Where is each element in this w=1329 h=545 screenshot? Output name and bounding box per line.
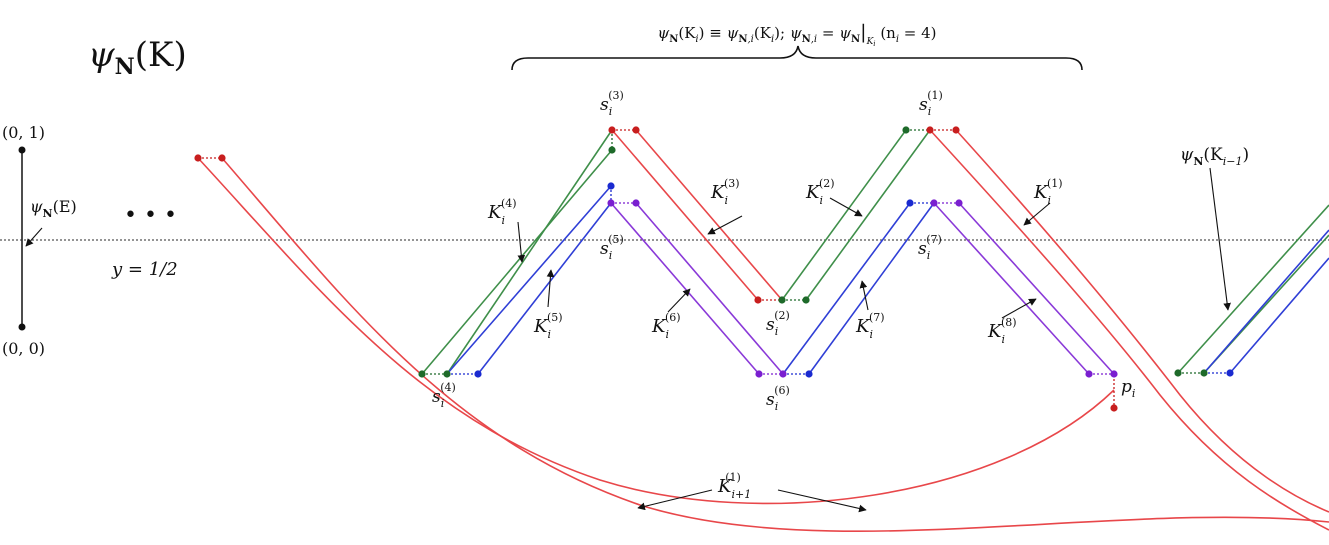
red-swoop-1 — [197, 157, 1115, 505]
top-formula: ψN(Ki) ≡ ψN,i(Ki); ψN,i = ψN|Ki (ni = 4) — [657, 21, 936, 48]
red-curves — [197, 129, 1329, 532]
purple-dots — [607, 199, 1118, 378]
k5-label: Ki(5) — [533, 311, 563, 341]
midline-label: y = 1/2 — [111, 259, 178, 280]
k7-label: Ki(7) — [855, 311, 885, 341]
blue-curves — [446, 185, 1329, 375]
purple-k8-b — [958, 202, 1115, 375]
arrow-k5 — [546, 269, 555, 308]
arrow-k8 — [1001, 298, 1037, 319]
point-label-bottom: (0, 0) — [2, 339, 45, 358]
k4-label: Ki(4) — [487, 197, 517, 227]
green-k2-a — [781, 129, 907, 301]
green-k4-a — [421, 149, 613, 375]
point-0-0 — [18, 323, 26, 331]
red-k3-b — [635, 129, 783, 301]
blue-k5-a — [446, 185, 612, 375]
arrow-k2 — [829, 197, 863, 217]
green-prev-a — [1177, 204, 1329, 374]
arrow-edge — [25, 227, 43, 247]
s3-label: si(3) — [600, 89, 624, 118]
point-label-top: (0, 1) — [2, 123, 45, 142]
red-k3-a — [611, 129, 759, 301]
k3-label: Ki(3) — [710, 177, 740, 207]
ellipsis: • • • — [124, 203, 177, 228]
p-label: pi — [1121, 377, 1135, 400]
arrow-k6 — [667, 288, 691, 313]
blue-k5-b — [477, 202, 612, 375]
k-labels: Ki(4) Ki(5) Ki(3) Ki(6) Ki(2) Ki(7) Ki(1… — [487, 177, 1063, 501]
purple-curves — [610, 202, 1115, 375]
arrow-next-right — [777, 489, 867, 513]
arrow-k3 — [707, 215, 743, 235]
red-swoop-2 — [221, 157, 1329, 532]
k2-label: Ki(2) — [805, 177, 835, 207]
arrow-k4 — [517, 221, 526, 263]
purple-k6-b — [635, 202, 784, 375]
top-brace — [511, 45, 1083, 71]
k6-label: Ki(6) — [651, 311, 681, 341]
red-k1-a — [929, 129, 1329, 531]
arrow-k1 — [1023, 202, 1051, 226]
red-dots — [194, 126, 1118, 412]
k8-label: Ki(8) — [987, 316, 1017, 346]
k1-label: Ki(1) — [1033, 177, 1063, 207]
purple-k8-a — [933, 202, 1090, 375]
blue-prev-a — [1203, 229, 1329, 374]
arrow-k7 — [859, 280, 869, 311]
blue-k7-b — [808, 202, 935, 375]
s5-label: si(5) — [600, 233, 624, 262]
s2-label: si(2) — [766, 309, 790, 338]
s6-label: si(6) — [766, 384, 790, 413]
k-next-label: Ki+1(1) — [717, 471, 751, 501]
arrows — [25, 167, 1231, 513]
prev-piece-label: ψN(Ki−1) — [1180, 145, 1249, 168]
purple-k6-a — [610, 202, 760, 375]
arrow-next-left — [637, 489, 713, 511]
point-0-1 — [18, 146, 26, 154]
arrow-prev — [1209, 167, 1231, 311]
green-curves — [421, 129, 1329, 375]
green-k4-b — [446, 129, 613, 375]
heading: ψN(K) — [88, 35, 187, 80]
green-dots — [418, 126, 1208, 378]
s7-label: si(7) — [918, 233, 942, 262]
blue-dots — [474, 182, 1234, 378]
blue-prev-b — [1229, 257, 1329, 374]
s4-label: si(4) — [432, 381, 456, 410]
green-k2-b — [805, 129, 931, 301]
s1-label: si(1) — [919, 89, 943, 118]
s-labels: si(3) si(1) si(5) si(7) si(2) si(4) si(6… — [432, 89, 1135, 413]
blue-k7-a — [782, 202, 911, 375]
edge-label: ψN(E) — [30, 197, 77, 220]
